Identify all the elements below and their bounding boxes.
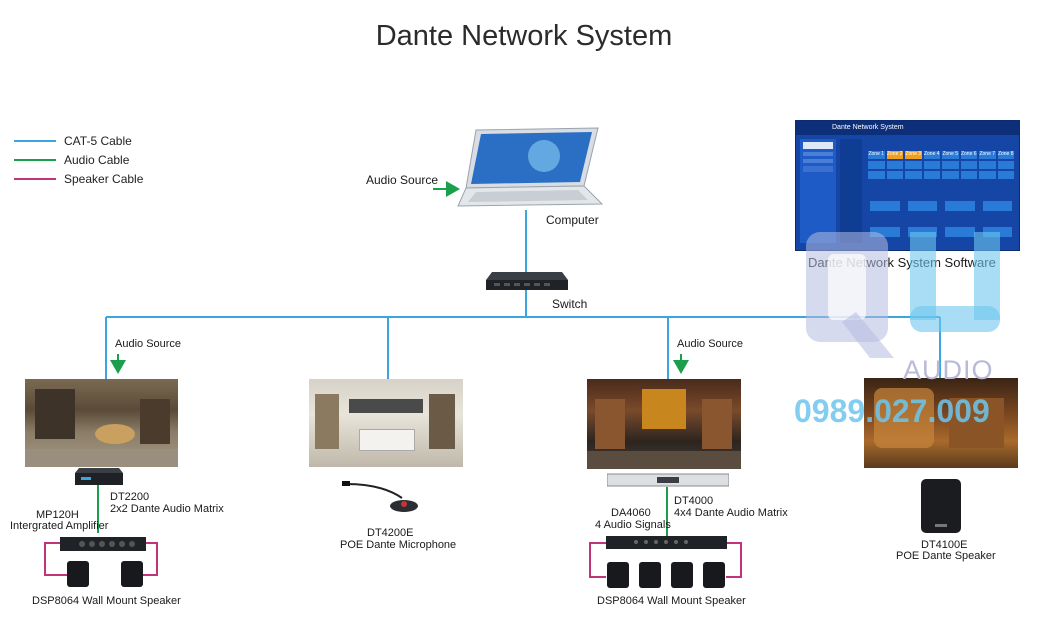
mp120h-model: MP120H xyxy=(36,509,79,521)
zone-button: Zone 8 xyxy=(997,151,1014,159)
legend-item-audio: Audio Cable xyxy=(14,150,143,169)
dt4100e-speaker-image xyxy=(921,479,961,533)
dt4000-desc: 4x4 Dante Audio Matrix xyxy=(674,507,788,519)
zone-button: Zone 2 xyxy=(886,151,903,159)
wall-speaker-icon xyxy=(607,562,629,588)
software-zone-grid: Zone 1 Zone 2 Zone 3 Zone 4 Zone 5 Zone … xyxy=(868,151,1014,179)
diagram-title: Dante Network System xyxy=(375,20,673,52)
dt4200e-microphone-image xyxy=(342,481,418,512)
mp120h-desc: Intergrated Amplifier xyxy=(10,520,109,532)
zone-button: Zone 6 xyxy=(960,151,977,159)
audio-swatch xyxy=(14,158,56,161)
wall-speaker-icon xyxy=(121,561,143,587)
software-sidebar xyxy=(800,139,836,243)
legend-item-speaker: Speaker Cable xyxy=(14,169,143,188)
wall-speaker-icon xyxy=(703,562,725,588)
computer-label: Computer xyxy=(546,213,599,227)
speaker-swatch xyxy=(14,177,56,180)
speaker-cable xyxy=(135,542,158,576)
wall-speaker-icon xyxy=(67,561,89,587)
watermark-phone: 0989.027.009 xyxy=(794,393,990,429)
lobby-photo xyxy=(309,379,463,467)
speaker-cable xyxy=(44,542,70,576)
audio-source-label: Audio Source xyxy=(366,173,439,187)
audio-source-label: Audio Source xyxy=(115,338,182,350)
speaker-cable xyxy=(589,542,606,578)
dt4000-device-image xyxy=(607,473,729,487)
dt2200-device-image xyxy=(75,468,123,485)
speaker-label: DSP8064 Wall Mount Speaker xyxy=(597,595,746,607)
wall-speaker-icon xyxy=(671,562,693,588)
wall-speaker-icon xyxy=(639,562,661,588)
switch-image xyxy=(486,272,568,290)
computer-laptop-image xyxy=(457,127,604,207)
zone-button: Zone 3 xyxy=(905,151,922,159)
watermark-brand: AUDIO xyxy=(903,355,994,385)
legend-label: Audio Cable xyxy=(64,152,130,167)
zone-button: Zone 5 xyxy=(942,151,959,159)
audio-source-label: Audio Source xyxy=(677,338,744,350)
software-titlebar: Dante Network System xyxy=(796,121,1019,135)
legend: CAT-5 Cable Audio Cable Speaker Cable xyxy=(14,131,143,188)
switch-label: Switch xyxy=(552,297,588,311)
legend-label: Speaker Cable xyxy=(64,171,144,186)
zone-button: Zone 1 xyxy=(868,151,885,159)
dt4100e-desc: POE Dante Speaker xyxy=(896,550,996,562)
dt4200e-model: DT4200E xyxy=(367,527,414,539)
dt2200-desc: 2x2 Dante Audio Matrix xyxy=(110,503,224,515)
software-screenshot: Dante Network System Zone 1 Zone 2 Zone … xyxy=(795,120,1020,251)
zone-button: Zone 4 xyxy=(923,151,940,159)
speaker-label: DSP8064 Wall Mount Speaker xyxy=(32,595,181,607)
legend-item-cat5: CAT-5 Cable xyxy=(14,131,143,150)
dt4100e-model: DT4100E xyxy=(921,539,968,551)
cat5-swatch xyxy=(14,139,56,142)
dt4200e-desc: POE Dante Microphone xyxy=(340,539,457,551)
dt4000-model: DT4000 xyxy=(674,495,714,507)
da4060-model: DA4060 xyxy=(611,507,651,519)
da4060-desc: 4 Audio Signals xyxy=(595,519,671,531)
watermark-logo xyxy=(806,232,1000,358)
zone-button: Zone 7 xyxy=(979,151,996,159)
speaker-cable xyxy=(726,542,742,578)
da4060-device-image xyxy=(606,536,727,549)
restaurant-photo xyxy=(864,378,1018,468)
legend-label: CAT-5 Cable xyxy=(64,133,132,148)
bar-room-photo xyxy=(25,379,178,467)
mp120h-amplifier-image xyxy=(60,537,146,551)
hall-photo xyxy=(587,379,741,469)
software-zone-row xyxy=(870,201,1012,211)
software-input-list xyxy=(840,139,862,243)
dt2200-model: DT2200 xyxy=(110,491,150,503)
